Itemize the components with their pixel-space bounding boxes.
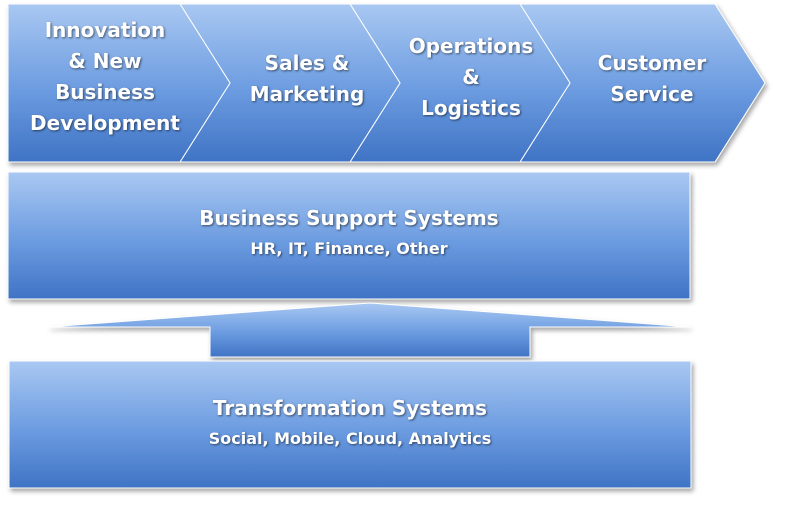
transformation-box [8,360,692,489]
chevron-sales-marketing-label: Sales & Marketing [249,51,365,106]
chevron-operations-logistics-label: Operations & Logistics [408,34,534,120]
chevron-innovation [7,3,231,163]
chevron-innovation-label: Innovation & New Business Development [30,18,180,135]
chevron-customer-service-label: Customer Service [597,51,707,106]
transformation-title: Transformation Systems [212,396,488,420]
transformation-subtitle: Social, Mobile, Cloud, Analytics [208,429,492,448]
business-support-subtitle: HR, IT, Finance, Other [250,239,448,258]
up-arrow [47,302,691,358]
business-support-title: Business Support Systems [199,206,499,230]
business-support-box [7,171,691,300]
